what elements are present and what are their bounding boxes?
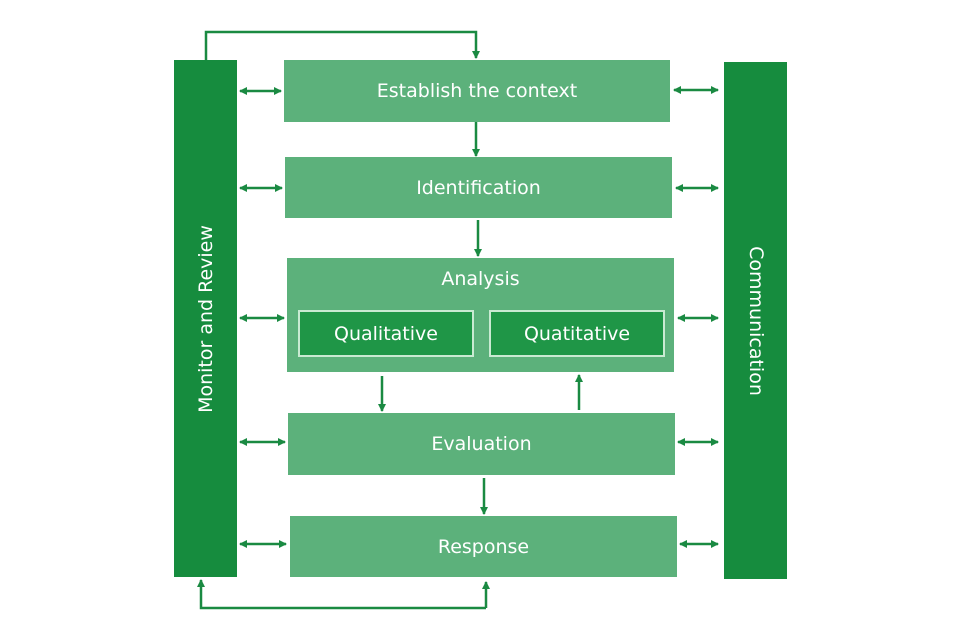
substep-quantitative: Quatitative — [489, 310, 665, 357]
communication-bar: Communication — [724, 62, 787, 579]
step-establish-context: Establish the context — [284, 60, 670, 122]
step-label: Establish the context — [376, 80, 578, 102]
feedback-arrow-bottom-left — [197, 579, 486, 610]
substep-label: Quatitative — [523, 322, 631, 345]
step-label: Evaluation — [431, 433, 532, 455]
monitor-and-review-label: Monitor and Review — [194, 224, 217, 413]
step-label: Identification — [416, 176, 541, 199]
step-response: Response — [290, 516, 677, 577]
communication-label: Communication — [744, 245, 767, 396]
step-label: Response — [437, 535, 530, 558]
monitor-and-review-bar: Monitor and Review — [174, 60, 237, 577]
step-evaluation: Evaluation — [288, 413, 675, 475]
step-analysis: Analysis Qualitative Quatitative — [287, 258, 674, 372]
substep-qualitative: Qualitative — [298, 310, 474, 357]
substep-label: Qualitative — [334, 322, 438, 345]
feedback-arrow-top — [204, 30, 480, 60]
step-identification: Identification — [285, 157, 672, 218]
step-label: Analysis — [441, 268, 520, 290]
